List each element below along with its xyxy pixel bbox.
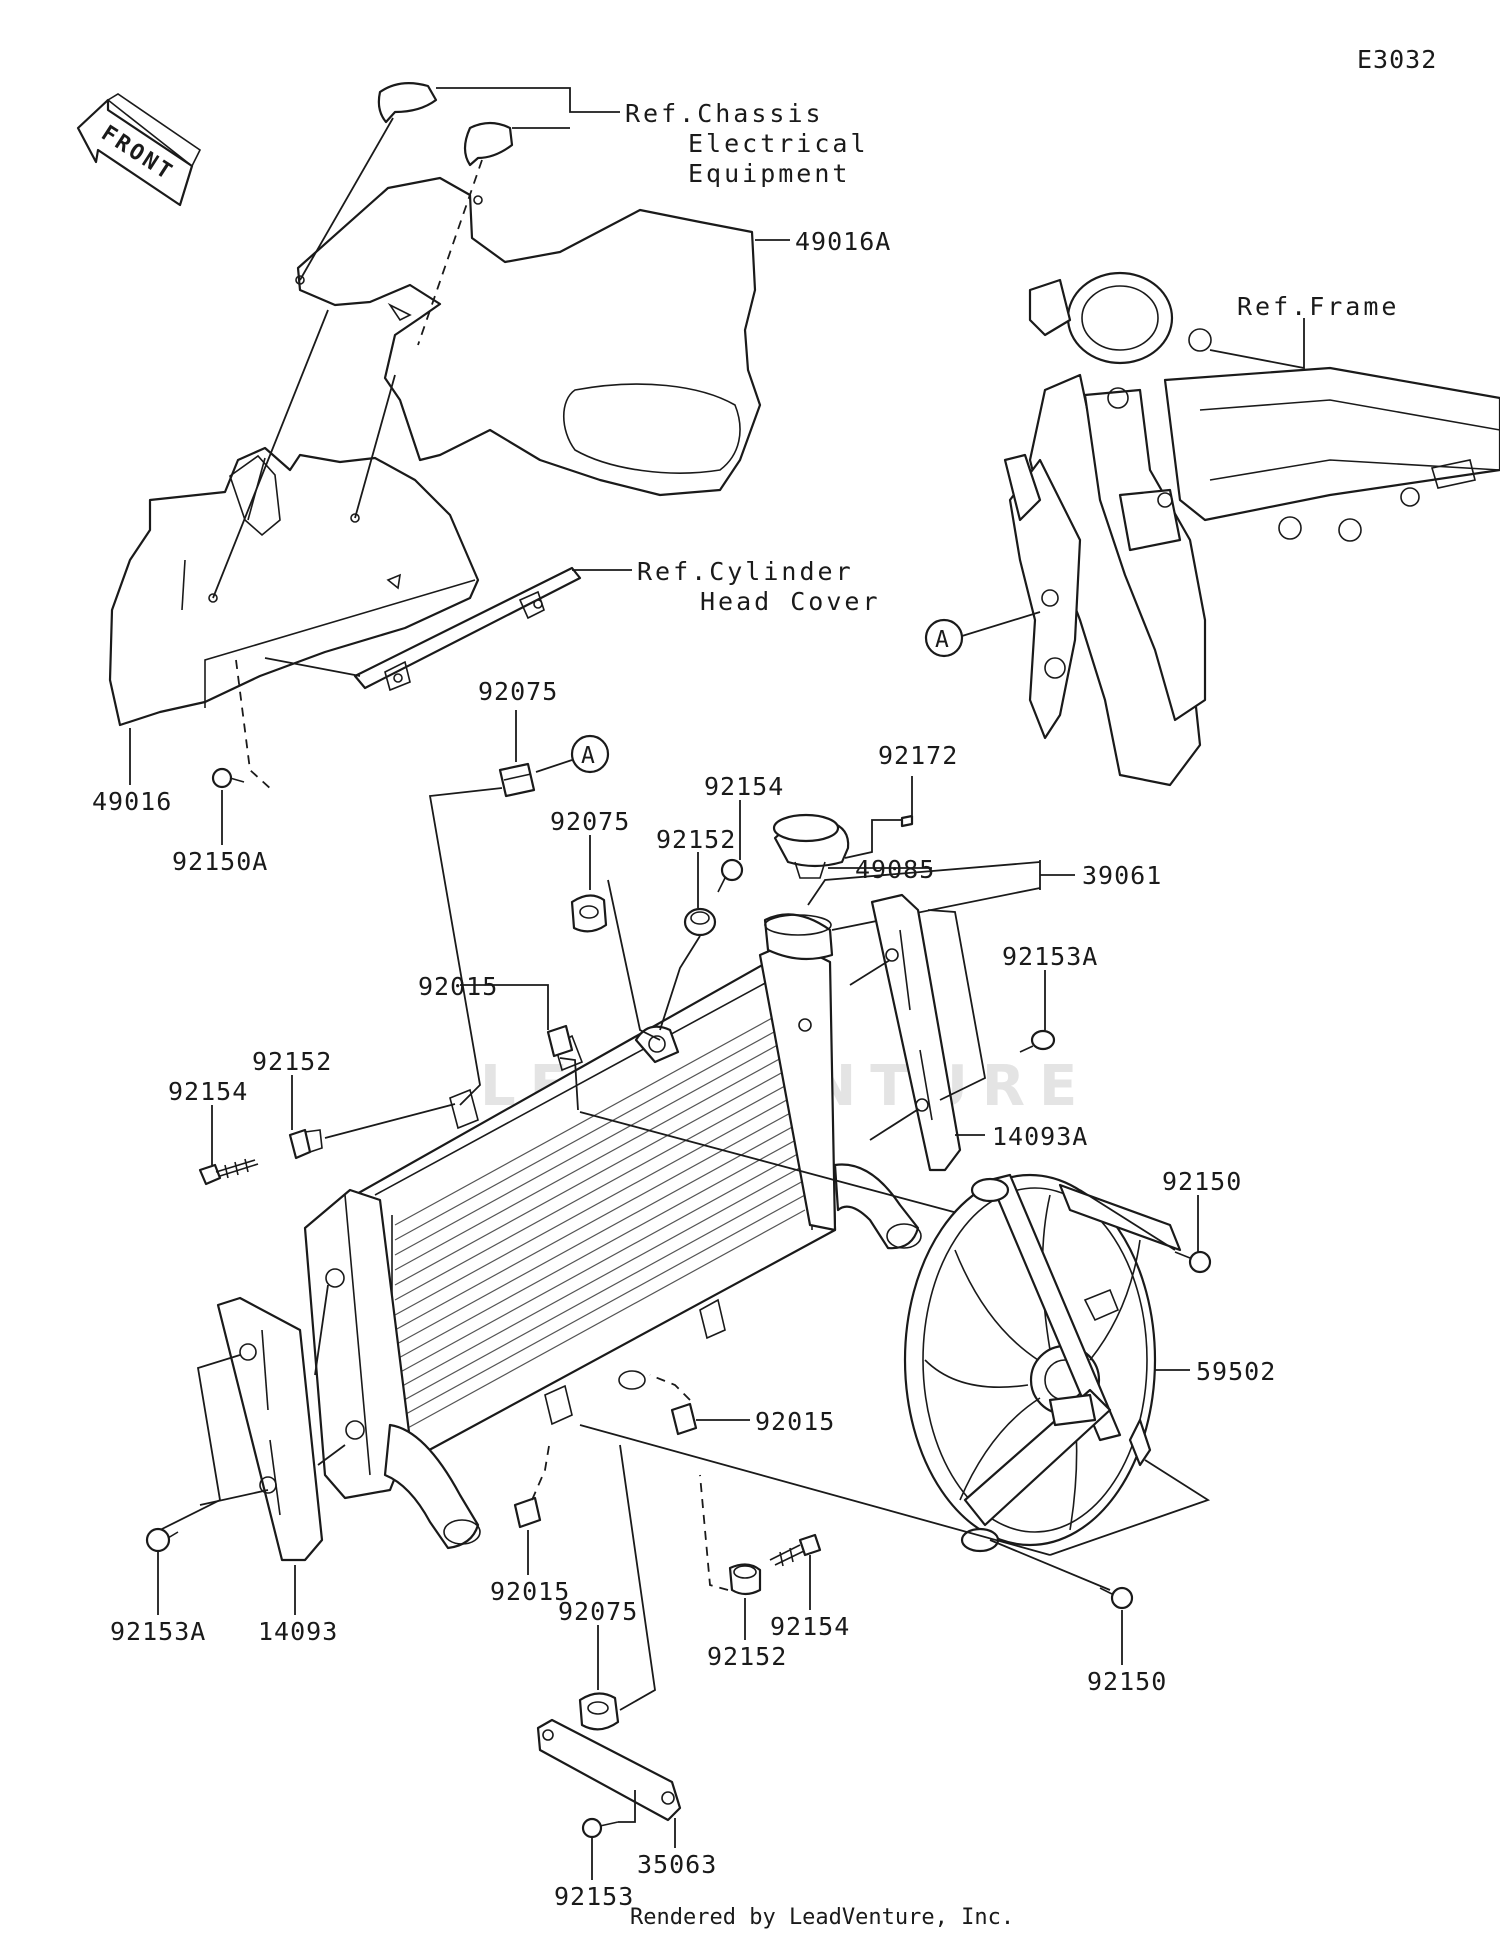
collar-92152-bottom[interactable] xyxy=(728,1563,762,1596)
label-14093A[interactable]: 14093A xyxy=(992,1122,1088,1151)
bolt-92150-right[interactable] xyxy=(1174,1250,1212,1274)
bolt-92150A[interactable] xyxy=(211,767,245,789)
radiator-39061[interactable] xyxy=(303,913,922,1550)
svg-text:A: A xyxy=(935,627,949,653)
shroud-lower-49016[interactable] xyxy=(108,446,480,727)
clamp-upper xyxy=(377,81,514,167)
label-92075-mid[interactable]: 92075 xyxy=(550,807,630,836)
label-92015-right[interactable]: 92015 xyxy=(755,1407,835,1436)
ref-cylinder-line1: Ref.Cylinder xyxy=(637,557,854,586)
bolt-92154-left[interactable] xyxy=(198,1158,259,1186)
ref-chassis-line1: Ref.Chassis xyxy=(625,99,824,128)
shroud-upper-49016A[interactable] xyxy=(295,176,762,497)
label-92172[interactable]: 92172 xyxy=(878,741,958,770)
label-92153A-right[interactable]: 92153A xyxy=(1002,942,1098,971)
bolt-92153A-left[interactable] xyxy=(145,1527,179,1553)
label-49016[interactable]: 49016 xyxy=(92,787,172,816)
frame-reference xyxy=(1003,271,1500,787)
bolt-92153[interactable] xyxy=(581,1817,619,1839)
label-92150A[interactable]: 92150A xyxy=(172,847,268,876)
grommet-92075-bottom[interactable] xyxy=(578,1692,620,1731)
label-92152-top[interactable]: 92152 xyxy=(656,825,736,854)
collar-92152-left[interactable] xyxy=(288,1128,323,1160)
label-14093[interactable]: 14093 xyxy=(258,1617,338,1646)
cylinder-head-rail xyxy=(353,566,582,692)
clip-92015-bottom[interactable] xyxy=(513,1496,542,1529)
label-92075-top[interactable]: 92075 xyxy=(478,677,558,706)
diagram-code: E3032 xyxy=(1357,45,1437,74)
svg-text:A: A xyxy=(581,743,595,769)
callout-a-radiator: A xyxy=(570,734,610,774)
grommet-92075-mid[interactable] xyxy=(570,894,608,933)
radiator-cap-49085[interactable] xyxy=(772,813,850,879)
guard-14093A[interactable] xyxy=(870,893,962,1172)
label-92152-bottom[interactable]: 92152 xyxy=(707,1642,787,1671)
ref-frame: Ref.Frame xyxy=(1237,292,1399,321)
fan-59502[interactable] xyxy=(903,1173,1182,1553)
bolt-92154-top[interactable] xyxy=(717,858,744,893)
label-92153[interactable]: 92153 xyxy=(554,1882,634,1911)
front-arrow-icon: FRONT xyxy=(76,93,202,207)
label-92015-top[interactable]: 92015 xyxy=(418,972,498,1001)
label-92153A-left[interactable]: 92153A xyxy=(110,1617,206,1646)
label-35063[interactable]: 35063 xyxy=(637,1850,717,1879)
collar-92152-top[interactable] xyxy=(683,907,717,937)
label-92150-right[interactable]: 92150 xyxy=(1162,1167,1242,1196)
clip-92172[interactable] xyxy=(900,814,914,828)
bracket-35063[interactable] xyxy=(536,1718,682,1822)
ref-chassis-line3: Equipment xyxy=(688,159,850,188)
guard-14093[interactable] xyxy=(216,1296,324,1562)
grommet-92075-top[interactable] xyxy=(498,762,536,798)
label-92154-left[interactable]: 92154 xyxy=(168,1077,248,1106)
label-59502[interactable]: 59502 xyxy=(1196,1357,1276,1386)
clip-92015-right[interactable] xyxy=(670,1402,698,1436)
ref-chassis-line2: Electrical xyxy=(688,129,869,158)
callout-a-frame: A xyxy=(924,618,964,658)
bolt-92150-bottom[interactable] xyxy=(1099,1586,1134,1610)
radiator-fins xyxy=(394,999,806,1436)
label-92075-bottom[interactable]: 92075 xyxy=(558,1597,638,1626)
clip-92015-top[interactable] xyxy=(546,1024,574,1058)
label-92150-bottom[interactable]: 92150 xyxy=(1087,1667,1167,1696)
bolt-92153A-right[interactable] xyxy=(1019,1029,1056,1053)
label-49085[interactable]: 49085 xyxy=(855,855,935,884)
label-49016A[interactable]: 49016A xyxy=(795,227,891,256)
label-92152-left[interactable]: 92152 xyxy=(252,1047,332,1076)
label-39061[interactable]: 39061 xyxy=(1082,861,1162,890)
footer-credit: Rendered by LeadVenture, Inc. xyxy=(630,1905,1014,1930)
label-92154-top[interactable]: 92154 xyxy=(704,772,784,801)
ref-cylinder-line2: Head Cover xyxy=(700,587,881,616)
bolt-92154-bottom[interactable] xyxy=(769,1533,822,1567)
label-92015-bottom[interactable]: 92015 xyxy=(490,1577,570,1606)
label-92154-bottom[interactable]: 92154 xyxy=(770,1612,850,1641)
